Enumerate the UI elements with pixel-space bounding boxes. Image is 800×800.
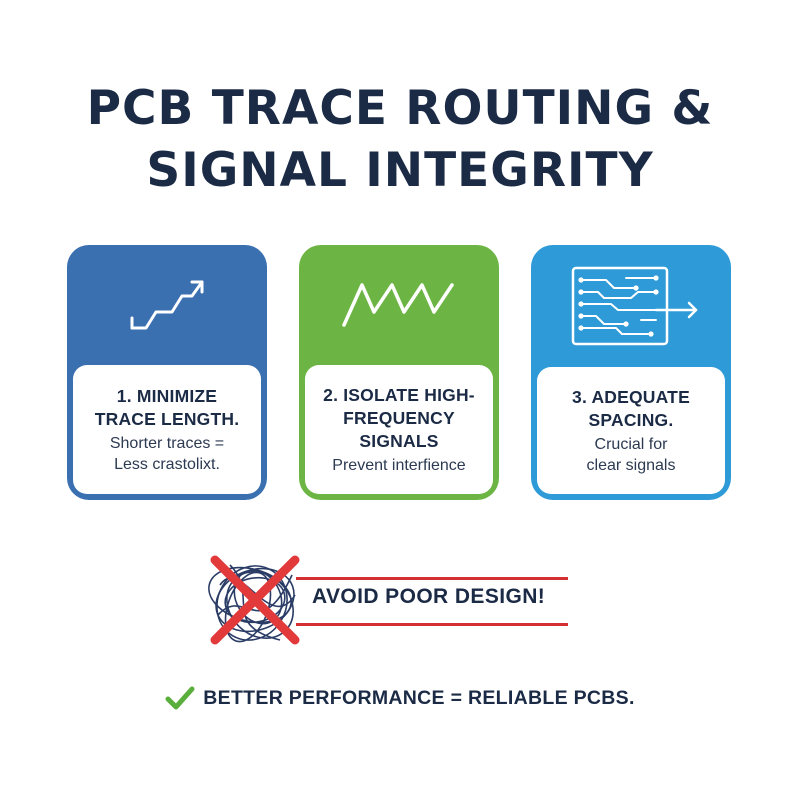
page-title: PCB TRACE ROUTING & SIGNAL INTEGRITY [0,78,800,202]
footer: BETTER PERFORMANCE = RELIABLE PCBS. [0,685,800,711]
warning-text: AVOID POOR DESIGN! [312,585,546,608]
card-heading: 1. MINIMIZE TRACE LENGTH. [94,385,240,429]
circuit-board-icon [571,266,698,346]
zigzag-arrow-icon [130,280,204,330]
waveform-icon [342,283,454,327]
card-body: Crucial for clear signals [586,435,676,474]
card-isolate-high-frequency: 2. ISOLATE HIGH- FREQUENCY SIGNALS Preve… [299,245,499,500]
title-line-2: SIGNAL INTEGRITY [146,143,654,198]
warning-line-top [296,577,568,580]
warning-line-bottom [296,623,568,626]
card-text-box: 3. ADEQUATE SPACING. Crucial for clear s… [537,367,725,494]
card-minimize-trace-length: 1. MINIMIZE TRACE LENGTH. Shorter traces… [67,245,267,500]
title-line-1: PCB TRACE ROUTING & [86,81,714,136]
warning-banner: AVOID POOR DESIGN! [200,545,580,655]
card-body: Shorter traces = Less crastolixt. [109,434,225,473]
card-text-box: 2. ISOLATE HIGH- FREQUENCY SIGNALS Preve… [305,365,493,494]
card-text-box: 1. MINIMIZE TRACE LENGTH. Shorter traces… [73,365,261,494]
checkmark-icon [165,686,195,710]
card-adequate-spacing: 3. ADEQUATE SPACING. Crucial for clear s… [531,245,731,500]
tangled-traces-crossed-icon [208,555,300,645]
card-heading: 2. ISOLATE HIGH- FREQUENCY SIGNALS [323,384,475,451]
footer-text: BETTER PERFORMANCE = RELIABLE PCBS. [203,686,635,709]
card-heading: 3. ADEQUATE SPACING. [572,386,690,430]
card-body: Prevent interfience [332,456,466,474]
